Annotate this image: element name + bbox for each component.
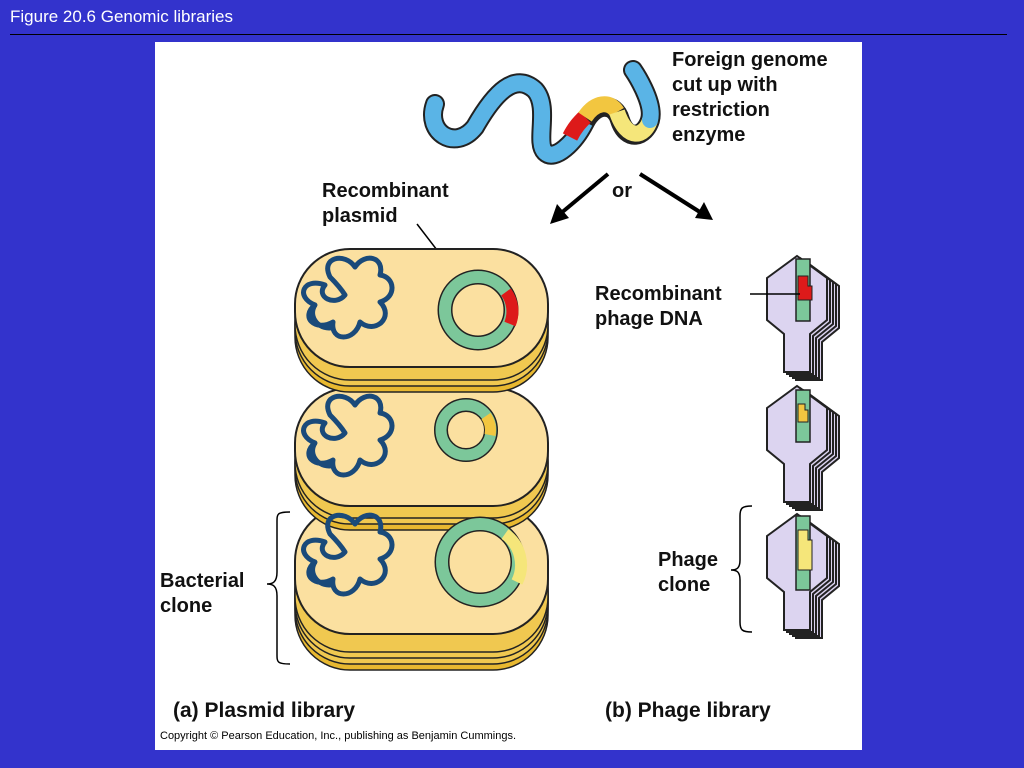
recombinant-plasmid-2: [434, 398, 498, 462]
recombinant-plasmid-1: [437, 269, 519, 351]
phage-library-caption: (b) Phage library: [605, 699, 771, 722]
diagram-canvas: [266, 60, 840, 671]
plasmid-library-caption: (a) Plasmid library: [173, 699, 356, 722]
foreign-genome-label: Foreign genome cut up with restriction e…: [672, 49, 828, 146]
arrow-to-phage: [638, 172, 713, 220]
foreign-genome-strand: [423, 60, 661, 165]
bacterial-clone-label: Bacterial clone: [160, 570, 245, 617]
title-divider: [10, 34, 1007, 35]
phage-particle-2: [766, 385, 840, 511]
copyright-notice: Copyright © Pearson Education, Inc., pub…: [160, 730, 517, 742]
slide-title: Figure 20.6 Genomic libraries: [10, 7, 233, 26]
bacterial-clone-bracket: [266, 511, 291, 665]
or-label: or: [612, 180, 632, 202]
phage-clone-bracket: [730, 505, 753, 633]
phage-particle-1: [766, 255, 840, 381]
recombinant-phage-dna-label: Recombinant phage DNA: [595, 283, 722, 330]
arrow-to-plasmid: [550, 172, 610, 224]
recombinant-plasmid-3: [434, 516, 527, 608]
phage-particle-3: [766, 513, 840, 639]
phage-clone-label: Phage clone: [658, 549, 719, 596]
figure-panel: Foreign genome cut up with restriction e…: [155, 42, 862, 750]
recombinant-plasmid-label: Recombinant plasmid: [322, 180, 449, 227]
